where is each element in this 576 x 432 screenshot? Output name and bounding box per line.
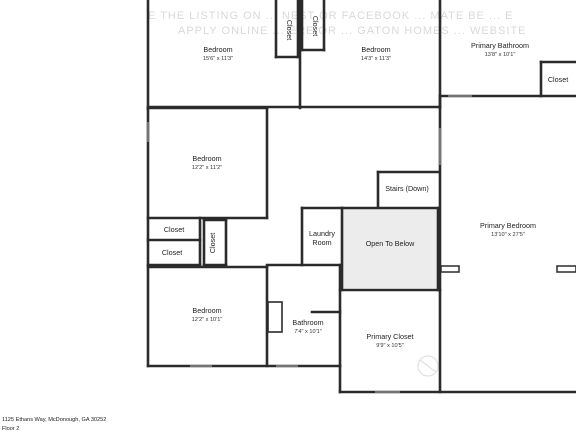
fireplace-mark-left [440,265,460,273]
bedroom-bottom-left-dims: 12'2" x 10'1" [192,317,223,323]
bedroom-mid-left-name: Bedroom [192,154,221,163]
watermark-line-2: APPLY ONLINE ... ERE OR ... GATON HOMES … [178,25,526,37]
primary-bathroom-dims: 13'8" x 10'1" [485,52,516,58]
closet-left-2-label: Closet [162,248,182,257]
primary-bedroom-dims: 13'10" x 27'5" [491,232,525,238]
fireplace-mark-right [556,265,576,273]
closet-vertical-label: Closet [208,233,217,253]
primary-bedroom-name: Primary Bedroom [480,221,536,230]
watermark-line-1: E THE LISTING ON ... NEST OR FACEBOOK ..… [148,10,514,22]
primary-closet-dims: 9'9" x 10'5" [376,343,404,349]
open-to-below-area [342,208,438,288]
window-marks [147,95,472,393]
bedroom-top-mid-name: Bedroom [361,45,390,54]
bathroom-dims: 7'4" x 10'1" [294,329,322,335]
bedroom-top-mid-dims: 14'3" x 11'3" [361,56,391,62]
bedroom-top-left-dims: 15'6" x 11'3" [203,56,233,62]
closet-top-1-label: Closet [285,20,294,40]
watermark-logo [417,355,439,377]
bathroom-fixture [267,301,283,333]
closet-bath-label: Closet [548,75,568,84]
bedroom-bottom-left-name: Bedroom [192,306,221,315]
bedroom-top-left-name: Bedroom [203,45,232,54]
primary-closet-name: Primary Closet [366,332,413,341]
closet-top-2-label: Closet [311,16,320,36]
closet-left-1-label: Closet [164,225,184,234]
footer-floor: Floor 2 [2,426,20,432]
primary-bathroom-name: Primary Bathroom [471,41,529,50]
laundry-label-2: Room [312,238,331,247]
footer-address: 1125 Ethans Way, McDonough, GA 30252 [2,417,107,423]
laundry-label-1: Laundry [309,229,335,238]
bedroom-mid-left-dims: 12'2" x 11'2" [192,165,222,171]
stairs-label: Stairs (Down) [385,184,429,193]
bathroom-name: Bathroom [292,318,323,327]
open-to-below-label: Open To Below [366,239,415,248]
